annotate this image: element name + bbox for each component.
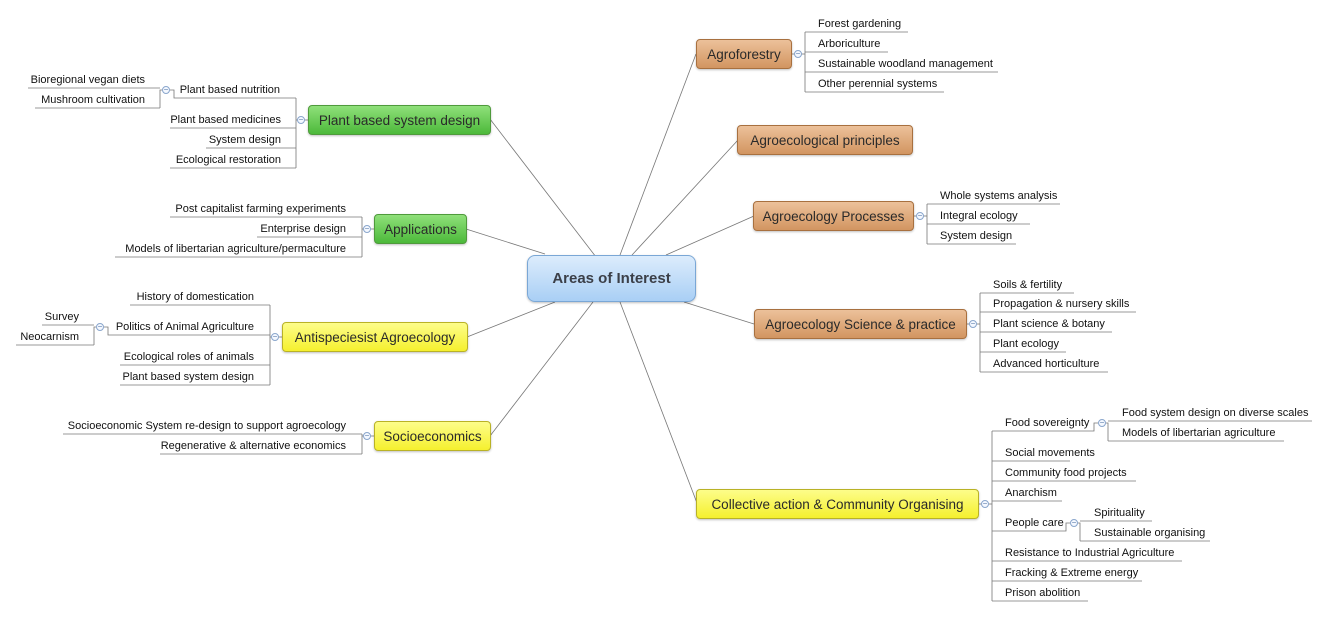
connector-line [1078,522,1081,541]
topic-agroecology-science-practice[interactable]: Agroecology Science & practice [754,309,967,339]
subtopic-neocarnism[interactable]: Neocarnism [20,331,79,343]
collapse-toggle[interactable]: − [916,211,924,220]
subtopic-resistance-industrial-agriculture[interactable]: Resistance to Industrial Agriculture [1005,547,1175,559]
subtopic-anarchism[interactable]: Anarchism [1005,487,1057,499]
subtopic-ecological-roles-animals[interactable]: Ecological roles of animals [123,351,254,363]
connector-line [489,118,597,258]
connector-line [631,139,739,256]
subtopic-food-sovereignty[interactable]: Food sovereignty [1005,417,1090,429]
subtopic-spirituality[interactable]: Spirituality [1094,507,1145,519]
collapse-toggle[interactable]: − [1070,518,1078,527]
subtopic-soils-fertility[interactable]: Soils & fertility [993,279,1063,291]
topic-collective-action[interactable]: Collective action & Community Organising [696,489,979,519]
connector-line [992,522,1070,532]
subtopic-ecological-restoration[interactable]: Ecological restoration [175,154,281,166]
subtopic-integral-ecology[interactable]: Integral ecology [940,210,1018,222]
subtopic-propagation-nursery[interactable]: Propagation & nursery skills [993,298,1130,310]
subtopic-enterprise-design[interactable]: Enterprise design [260,223,346,235]
subtopic-sustainable-woodland[interactable]: Sustainable woodland management [818,58,993,70]
topic-agroecological-principles[interactable]: Agroecological principles [737,125,913,155]
topic-applications[interactable]: Applications [374,214,467,244]
topic-socioeconomics[interactable]: Socioeconomics [374,421,491,451]
collapse-toggle[interactable]: − [969,319,977,328]
subtopic-forest-gardening[interactable]: Forest gardening [818,18,902,30]
topic-antispeciesist-agroecology[interactable]: Antispeciesist Agroecology [282,322,468,352]
connector-line [465,228,546,255]
collapse-toggle[interactable]: − [271,332,279,341]
subtopic-people-care[interactable]: People care [1005,517,1064,529]
collapse-toggle[interactable]: − [297,115,305,124]
subtopic-models-libertarian-permaculture[interactable]: Models of libertarian agriculture/permac… [125,243,346,255]
topic-agroforestry[interactable]: Agroforestry [696,39,792,69]
topic-plant-based-system-design[interactable]: Plant based system design [308,105,491,135]
subtopic-sustainable-organising[interactable]: Sustainable organising [1094,527,1206,539]
central-topic[interactable]: Areas of Interest [527,255,696,302]
subtopic-prison-abolition[interactable]: Prison abolition [1005,587,1081,599]
subtopic-plant-science-botany[interactable]: Plant science & botany [993,318,1105,330]
collapse-toggle[interactable]: − [96,322,104,331]
connector-line [992,422,1098,432]
subtopic-plant-based-system-design[interactable]: Plant based system design [122,371,254,383]
connector-line [170,89,296,99]
collapse-toggle[interactable]: − [1098,418,1106,427]
subtopic-social-movements[interactable]: Social movements [1005,447,1095,459]
connector-line [93,326,96,345]
subtopic-mushroom-cultivation[interactable]: Mushroom cultivation [41,94,145,106]
collapse-toggle[interactable]: − [363,224,371,233]
connector-line [683,301,755,325]
collapse-toggle[interactable]: − [162,85,170,94]
subtopic-food-system-design[interactable]: Food system design on diverse scales [1122,407,1309,419]
connector-line [104,326,270,336]
connector-line [466,301,556,338]
connector-line [665,215,755,256]
subtopic-other-perennial-systems[interactable]: Other perennial systems [818,78,938,90]
subtopic-whole-systems-analysis[interactable]: Whole systems analysis [940,190,1058,202]
subtopic-politics-animal-agriculture[interactable]: Politics of Animal Agriculture [115,321,254,333]
connector-line [159,89,162,108]
subtopic-models-libertarian-agriculture[interactable]: Models of libertarian agriculture [1122,427,1276,439]
subtopic-plant-based-nutrition[interactable]: Plant based nutrition [179,84,280,96]
subtopic-arboriculture[interactable]: Arboriculture [818,38,881,50]
subtopic-plant-based-medicines[interactable]: Plant based medicines [170,114,281,126]
collapse-toggle[interactable]: − [794,49,802,58]
connector-line [619,53,697,256]
subtopic-fracking-extreme-energy[interactable]: Fracking & Extreme energy [1005,567,1139,579]
subtopic-survey[interactable]: Survey [44,311,79,323]
connector-line [1106,422,1109,441]
subtopic-plant-ecology[interactable]: Plant ecology [993,338,1060,350]
subtopic-community-food-projects[interactable]: Community food projects [1005,467,1127,479]
subtopic-post-capitalist-farming[interactable]: Post capitalist farming experiments [175,203,346,215]
subtopic-system-design-processes[interactable]: System design [940,230,1013,242]
subtopic-history-of-domestication[interactable]: History of domestication [136,291,254,303]
connector-line [619,301,698,504]
subtopic-system-design[interactable]: System design [208,134,281,146]
collapse-toggle[interactable]: − [981,499,989,508]
subtopic-regenerative-economics[interactable]: Regenerative & alternative economics [160,440,346,452]
collapse-toggle[interactable]: − [363,431,371,440]
topic-agroecology-processes[interactable]: Agroecology Processes [753,201,914,231]
connector-line [489,301,594,437]
subtopic-bioregional-vegan-diets[interactable]: Bioregional vegan diets [30,74,145,86]
subtopic-advanced-horticulture[interactable]: Advanced horticulture [993,358,1100,370]
subtopic-socioeconomic-redesign[interactable]: Socioeconomic System re-design to suppor… [67,420,346,432]
